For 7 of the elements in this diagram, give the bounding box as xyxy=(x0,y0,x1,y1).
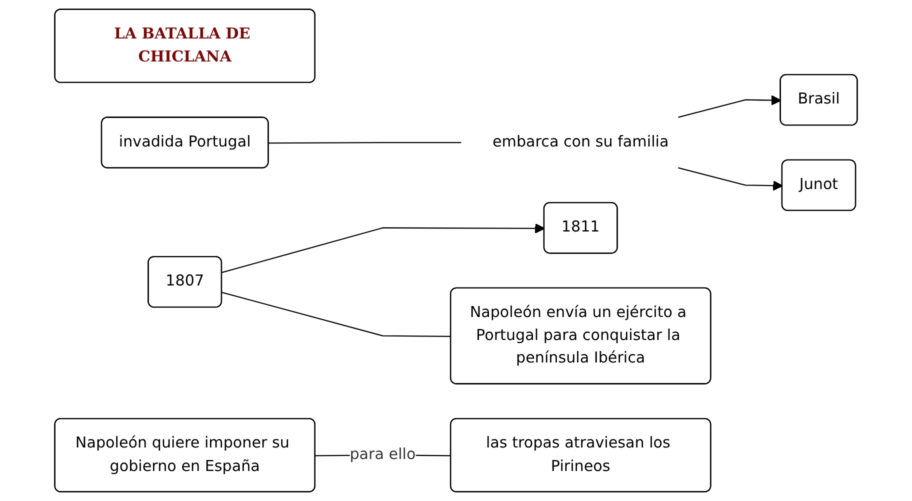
arrow xyxy=(678,167,783,191)
connector xyxy=(222,292,452,337)
arrow xyxy=(678,95,782,118)
arrow xyxy=(222,223,545,273)
edge-label: para ello xyxy=(350,446,416,464)
node-text: embarca con su familia xyxy=(492,134,669,151)
connector xyxy=(268,142,462,144)
